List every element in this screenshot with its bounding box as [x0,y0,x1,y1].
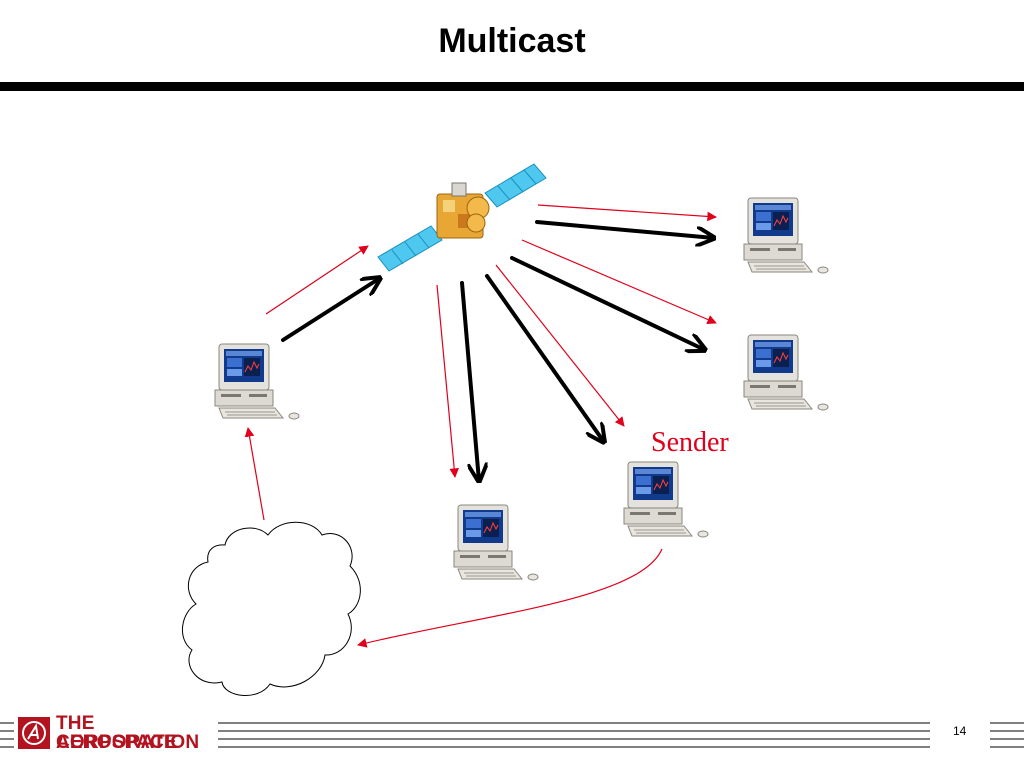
arrow-sender-to-cloud [357,548,663,648]
page-number: 14 [953,724,967,738]
receiver-bottom-center-computer-icon [453,504,539,581]
arrow-uplink-red [265,245,369,315]
satellite-icon [377,163,547,272]
arrow-to-middle-right-black [510,256,705,350]
bold-arrows [281,220,714,481]
logo-text-line2: CORPORATION [56,732,200,753]
arrow-to-bottom-center-black [460,281,479,481]
arrow-to-bottom-center-red [436,284,459,478]
aerospace-logo: THE AEROSPACE CORPORATION [16,714,216,752]
slide-title: Multicast [438,22,586,60]
arrow-to-top-right-red [537,204,717,222]
logo-text-line1: THE AEROSPACE [56,713,177,753]
arrow-to-sender-black [485,274,604,442]
title-divider [0,82,1024,91]
aerospace-emblem-icon [18,717,50,749]
thin-arrows [244,204,717,648]
arrow-cloud-to-uplink [244,427,265,521]
footer-rules [0,722,1024,748]
sender-label: Sender [651,427,729,458]
receiver-top-right-computer-icon [743,197,829,274]
arrow-to-middle-right-red [521,239,717,325]
sender-computer-icon [623,461,709,538]
arrow-to-sender-red [495,264,625,427]
uplink-computer-icon [214,343,300,420]
arrow-uplink-black [281,278,380,342]
receiver-middle-right-computer-icon [743,334,829,411]
arrow-to-top-right-black [535,220,714,238]
network-cloud-icon [182,521,361,697]
